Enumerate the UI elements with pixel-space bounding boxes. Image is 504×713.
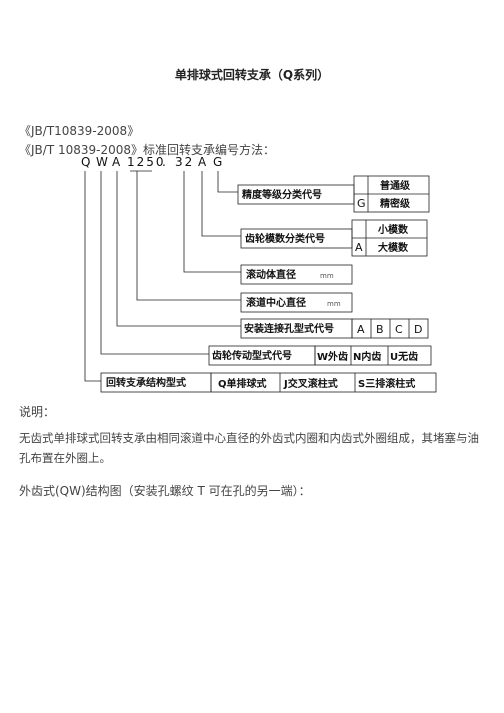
opt-n-int: N内齿: [353, 350, 381, 363]
explain-label: 说明：: [19, 405, 56, 419]
opt-w-ext: W外齿: [317, 350, 348, 363]
unit-ball-dia: mm: [320, 272, 334, 280]
label-gear-drive: 齿轮传动型式代号: [212, 349, 292, 362]
code-diameter: 1250: [127, 155, 166, 169]
standard-line: 《JB/T10839-2008》: [19, 124, 140, 138]
opt-ordinary: 普通级: [380, 179, 411, 192]
opt-install-a: A: [357, 323, 365, 336]
connector-install: [116, 171, 241, 327]
opt-q-ball: Q单排球式: [218, 377, 267, 390]
code-a2: A: [198, 155, 207, 169]
opt-j-cross: J交叉滚柱式: [283, 377, 338, 390]
figure-caption: 外齿式(QW)结构图（安装孔螺纹 T 可在孔的另一端）：: [19, 484, 311, 498]
code-a: A: [112, 155, 121, 169]
code-modulus: 32: [175, 155, 194, 169]
connector-gear-mod: [201, 171, 241, 237]
box-race-dia: [240, 292, 353, 313]
page-title: 单排球式回转支承（Q系列）: [174, 68, 330, 82]
opt-precise: 精密级: [380, 197, 411, 210]
opt-g: G: [357, 197, 366, 210]
connector-structure: [84, 171, 101, 382]
opt-install-c: C: [395, 323, 403, 336]
opt-u-none: U无齿: [390, 350, 418, 363]
code-g: G: [213, 155, 222, 169]
code-dot: .: [162, 155, 166, 169]
box-ball-dia: [240, 264, 353, 285]
code-w: W: [96, 155, 108, 169]
label-install: 安装连接孔型式代号: [244, 322, 334, 335]
label-gear-mod: 齿轮模数分类代号: [245, 232, 325, 245]
opt-s-three: S三排滚柱式: [358, 377, 415, 390]
method-line: 《JB/T 10839-2008》标准回转支承编号方法：: [19, 143, 276, 157]
code-q: Q: [81, 155, 90, 169]
label-structure: 回转支承结构型式: [106, 376, 186, 389]
label-ball-dia: 滚动体直径: [246, 268, 296, 281]
label-race-dia: 滚道中心直径: [246, 296, 306, 309]
label-precision: 精度等级分类代号: [242, 188, 322, 201]
connector-gear-drive: [100, 171, 209, 355]
opt-install-d: D: [414, 323, 422, 336]
unit-race-dia: mm: [327, 300, 341, 308]
connector-race-dia: [136, 171, 241, 301]
opt-install-b: B: [376, 323, 384, 336]
connector-precision: [217, 171, 238, 193]
connector-ball-dia: [183, 171, 241, 273]
opt-large-mod: 大模数: [378, 241, 409, 254]
opt-small-mod: 小模数: [377, 223, 409, 236]
opt-a: A: [355, 241, 363, 254]
explain-text: 无齿式单排球式回转支承由相同滚道中心直径的外齿式内圈和内齿式外圈组成，其堵塞与油…: [19, 431, 479, 465]
